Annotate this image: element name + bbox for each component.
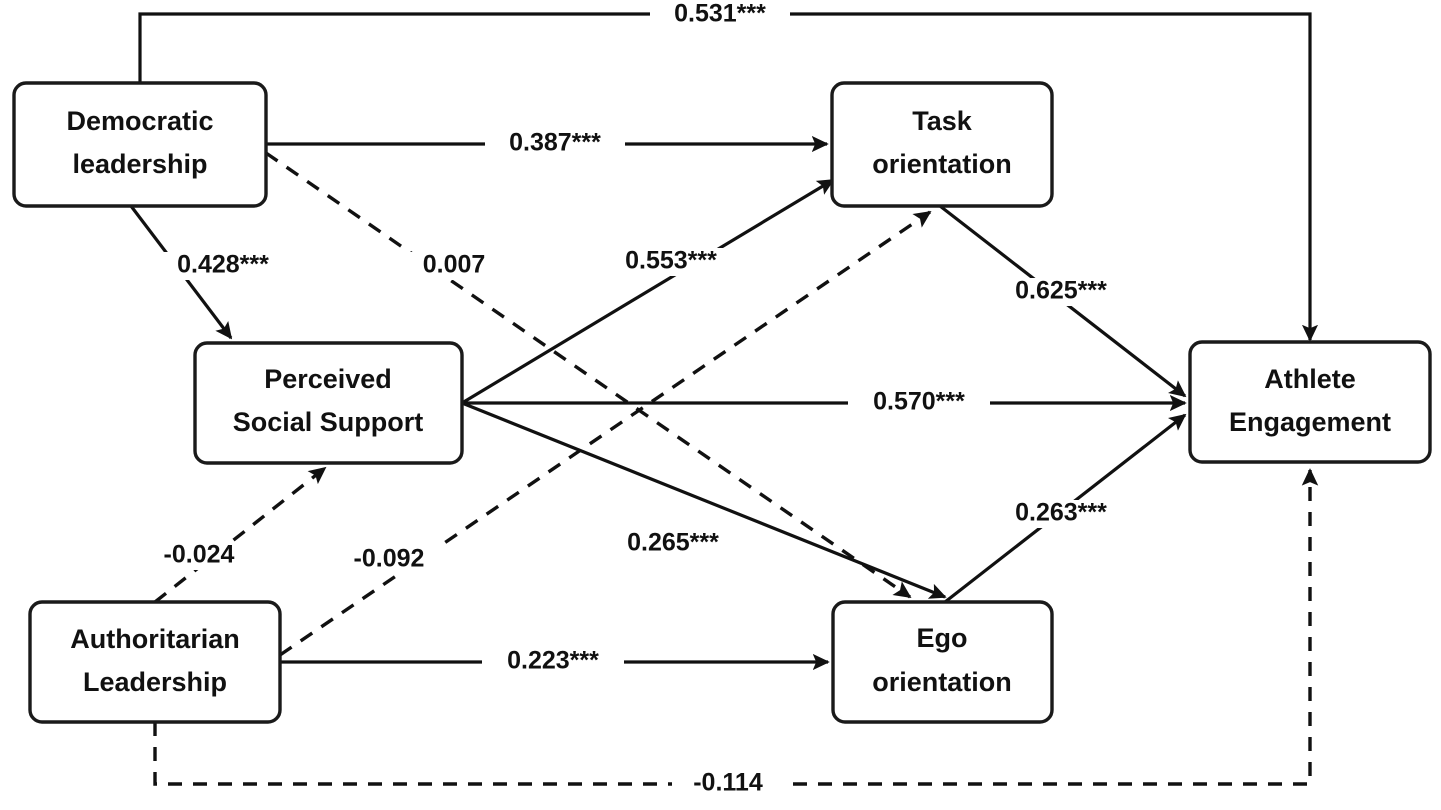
node-task-orientation[interactable]: Task orientation bbox=[830, 81, 1054, 208]
svg-text:-0.024: -0.024 bbox=[164, 541, 235, 569]
edge-al-pss bbox=[153, 466, 327, 604]
svg-text:0.570***: 0.570*** bbox=[873, 388, 965, 416]
edge-al-task bbox=[279, 210, 932, 657]
edge-label-al-ae: -0.114 bbox=[672, 769, 784, 798]
node-label-perceived-social-support-line1: Perceived bbox=[264, 364, 392, 394]
node-democratic-leadership[interactable]: Democratic leadership bbox=[12, 81, 268, 208]
node-label-task-orientation-line2: orientation bbox=[872, 149, 1012, 179]
svg-text:-0.092: -0.092 bbox=[354, 545, 425, 573]
svg-text:0.223***: 0.223*** bbox=[507, 647, 599, 675]
svg-text:0.265***: 0.265*** bbox=[627, 529, 719, 557]
node-label-perceived-social-support-line2: Social Support bbox=[233, 407, 424, 437]
svg-text:-0.114: -0.114 bbox=[693, 769, 763, 797]
edge-label-ego-ae: 0.263*** bbox=[990, 499, 1132, 528]
edge-label-al-ego: 0.223*** bbox=[482, 647, 624, 676]
edge-pss-ego bbox=[461, 401, 947, 599]
node-box-ego-orientation bbox=[831, 600, 1054, 724]
svg-text:0.531***: 0.531*** bbox=[674, 0, 766, 28]
edge-pss-task bbox=[461, 178, 835, 405]
node-label-athlete-engagement-line2: Engagement bbox=[1229, 407, 1391, 437]
edge-label-pss-ae: 0.570*** bbox=[848, 388, 990, 417]
edge-label-pss-ego: 0.265*** bbox=[602, 529, 744, 558]
node-ego-orientation[interactable]: Ego orientation bbox=[831, 600, 1054, 724]
node-box-authoritarian-leadership bbox=[28, 600, 282, 724]
node-perceived-social-support[interactable]: Perceived Social Support bbox=[193, 341, 464, 465]
node-box-democratic-leadership bbox=[12, 81, 268, 208]
edge-dl-ego bbox=[265, 151, 912, 599]
edge-label-al-task: -0.092 bbox=[332, 545, 446, 574]
node-label-authoritarian-leadership-line2: Leadership bbox=[83, 667, 227, 697]
node-label-authoritarian-leadership-line1: Authoritarian bbox=[70, 624, 240, 654]
node-athlete-engagement[interactable]: Athlete Engagement bbox=[1188, 340, 1432, 464]
node-box-perceived-social-support bbox=[193, 341, 464, 465]
node-label-ego-orientation-line2: orientation bbox=[872, 667, 1012, 697]
edge-label-pss-task: 0.553*** bbox=[600, 247, 742, 276]
node-label-athlete-engagement-line1: Athlete bbox=[1264, 364, 1356, 394]
svg-text:0.428***: 0.428*** bbox=[177, 251, 269, 279]
edge-label-dl-pss: 0.428*** bbox=[152, 251, 294, 280]
edge-label-al-pss: -0.024 bbox=[142, 541, 256, 570]
edge-label-dl-ego: 0.007 bbox=[400, 251, 508, 280]
node-label-task-orientation-line1: Task bbox=[912, 106, 973, 136]
node-box-task-orientation bbox=[830, 81, 1054, 208]
edge-label-task-ae: 0.625*** bbox=[990, 277, 1132, 306]
svg-text:0.625***: 0.625*** bbox=[1015, 277, 1107, 305]
node-authoritarian-leadership[interactable]: Authoritarian Leadership bbox=[28, 600, 282, 724]
edge-label-dl-task: 0.387*** bbox=[485, 129, 625, 158]
edge-label-dl-ae: 0.531*** bbox=[650, 0, 790, 29]
node-label-ego-orientation-line1: Ego bbox=[917, 623, 968, 653]
svg-text:0.387***: 0.387*** bbox=[509, 129, 601, 157]
svg-text:0.553***: 0.553*** bbox=[625, 247, 717, 275]
node-label-democratic-leadership-line1: Democratic bbox=[66, 106, 213, 136]
svg-text:0.007: 0.007 bbox=[423, 251, 486, 279]
node-box-athlete-engagement bbox=[1188, 340, 1432, 464]
edge-al-ae bbox=[153, 468, 1319, 786]
node-label-democratic-leadership-line2: leadership bbox=[72, 149, 207, 179]
edge-dl-ae bbox=[138, 12, 1319, 342]
svg-text:0.263***: 0.263*** bbox=[1015, 499, 1107, 527]
